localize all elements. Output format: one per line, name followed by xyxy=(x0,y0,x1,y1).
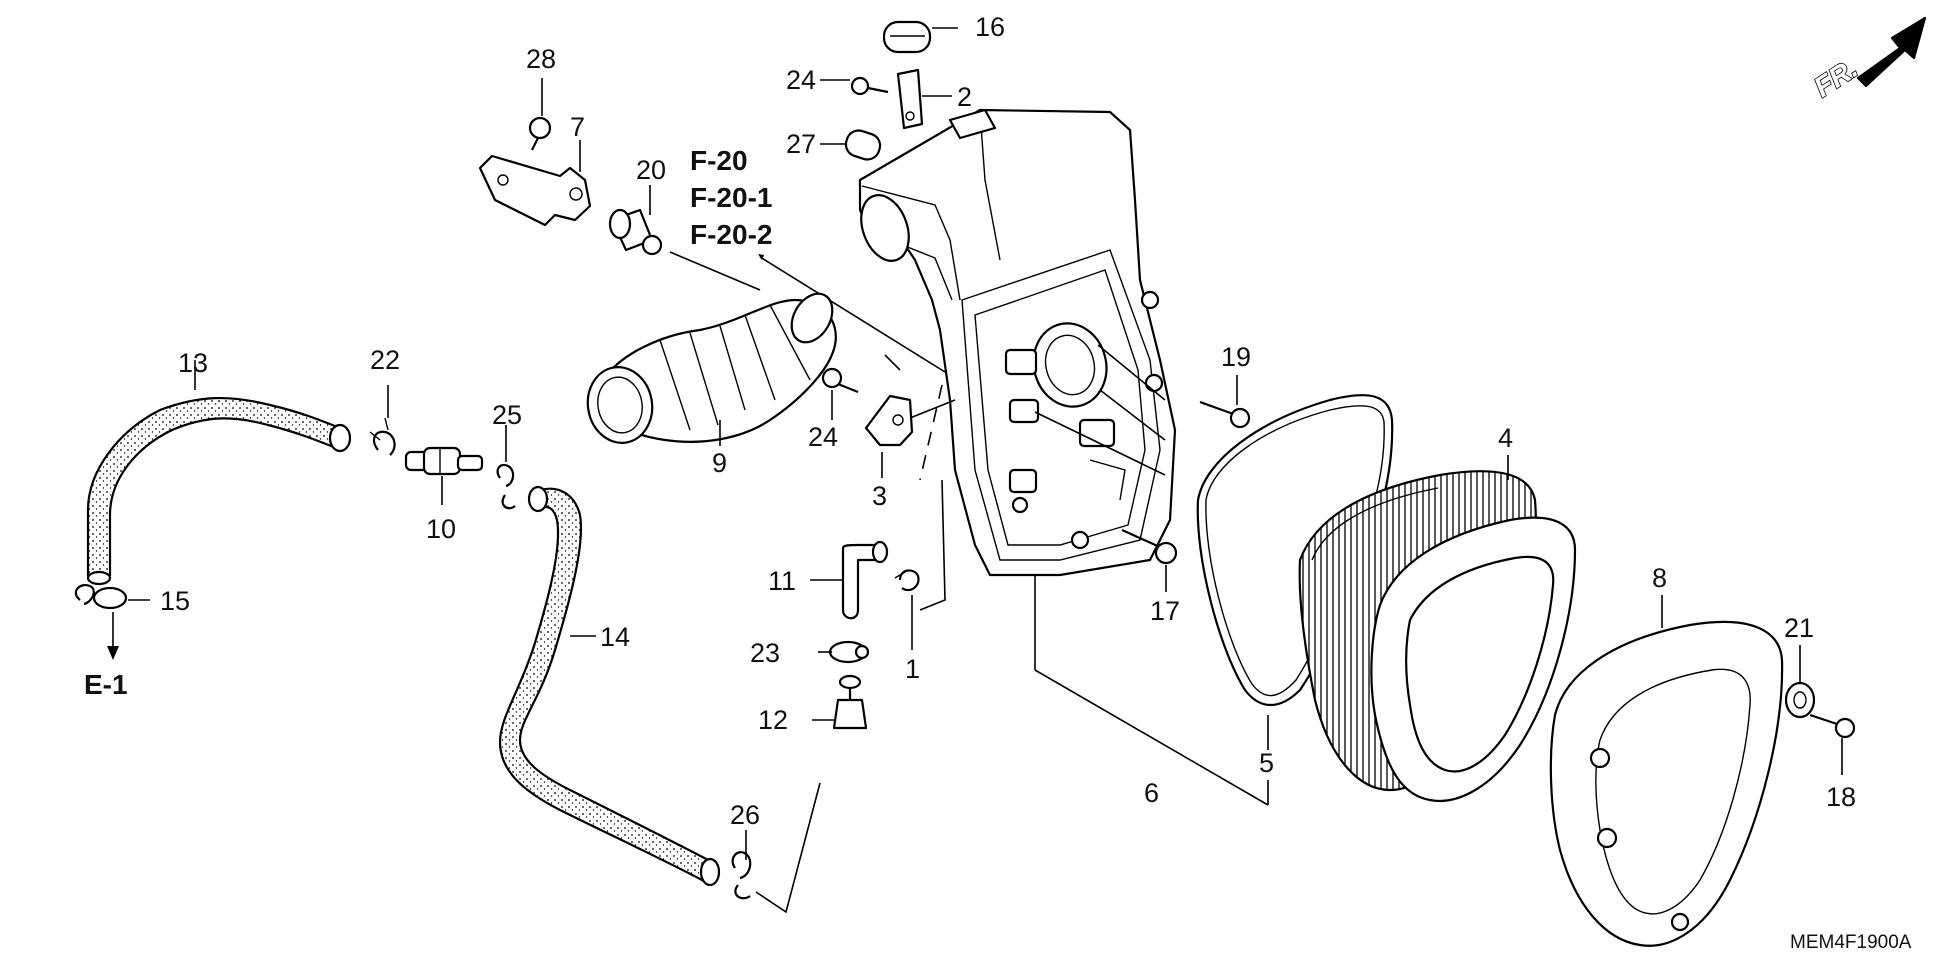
part-13-hose xyxy=(86,396,352,586)
part-7-bracket xyxy=(478,154,592,227)
part-16-grommet xyxy=(882,20,932,54)
part-19-bolt xyxy=(1199,400,1251,429)
callout-14: 14 xyxy=(600,622,630,652)
part-21-washer xyxy=(1784,681,1816,719)
part-1-clip xyxy=(894,569,920,592)
front-direction-arrow: FR. xyxy=(1808,16,1927,104)
callout-26: 26 xyxy=(730,800,760,830)
callout-24-lower: 24 xyxy=(808,422,838,452)
part-10-valve xyxy=(404,446,484,476)
part-11-elbow-tube xyxy=(841,540,889,620)
e1-arrow-head xyxy=(107,646,119,660)
callout-16: 16 xyxy=(975,12,1005,42)
callout-5: 5 xyxy=(1259,748,1274,778)
callout-4: 4 xyxy=(1498,423,1513,453)
leader-3-top xyxy=(884,354,901,371)
leader-housing-1 xyxy=(1097,344,1166,401)
ref-f20-2: F-20-2 xyxy=(690,219,772,250)
part-24-bolt-lower xyxy=(821,367,859,394)
leader-1-bracket xyxy=(919,479,946,611)
diagram-code: MEM4F1900A xyxy=(1790,932,1912,953)
callout-18: 18 xyxy=(1826,782,1856,812)
part-6-air-cleaner-housing xyxy=(858,108,1177,577)
front-marker-label: FR. xyxy=(1808,52,1863,103)
callout-6: 6 xyxy=(1144,778,1159,808)
part-9-intake-duct xyxy=(586,292,837,444)
callout-24-top: 24 xyxy=(786,65,816,95)
callout-19: 19 xyxy=(1221,342,1251,372)
leader-3-housing xyxy=(909,399,956,419)
leader-6-diagonal xyxy=(1034,669,1269,806)
callout-23: 23 xyxy=(750,638,780,668)
callout-17: 17 xyxy=(1150,596,1180,626)
part-18-screw xyxy=(1809,713,1856,739)
part-4-filter-element xyxy=(1298,470,1577,802)
part-23-clamp xyxy=(828,640,870,664)
callout-15: 15 xyxy=(160,586,190,616)
leader-dash-1 xyxy=(919,384,943,481)
part-25-clip xyxy=(496,463,516,510)
callout-22: 22 xyxy=(370,345,400,375)
callout-27: 27 xyxy=(786,129,816,159)
ref-e1: E-1 xyxy=(84,669,128,700)
part-22-clip xyxy=(369,417,396,456)
part-20-breather-fitting xyxy=(608,208,663,256)
leader-housing-2 xyxy=(1099,389,1166,441)
callout-13: 13 xyxy=(178,348,208,378)
callout-3: 3 xyxy=(872,481,887,511)
part-24-bolt-top xyxy=(850,76,889,96)
ref-f20-1: F-20-1 xyxy=(690,182,772,213)
part-15-clip xyxy=(74,584,128,610)
callout-9: 9 xyxy=(712,448,727,478)
callout-28: 28 xyxy=(526,44,556,74)
leader-housing-3 xyxy=(1034,411,1166,476)
part-2-bracket xyxy=(896,68,924,130)
callout-7: 7 xyxy=(570,112,585,142)
part-14-hose xyxy=(498,485,721,887)
part-26-clip xyxy=(731,851,752,900)
leader-f20-arrow xyxy=(759,256,946,373)
callout-2: 2 xyxy=(957,82,972,112)
callout-12: 12 xyxy=(758,705,788,735)
part-28-bolt xyxy=(528,116,552,151)
ref-f20: F-20 xyxy=(690,145,748,176)
callout-10: 10 xyxy=(426,514,456,544)
callout-25: 25 xyxy=(492,400,522,430)
callout-8: 8 xyxy=(1652,563,1667,593)
part-3-clamp xyxy=(864,394,914,447)
callout-1: 1 xyxy=(905,654,920,684)
part-17-bolt xyxy=(1121,528,1178,565)
leader-26-bracket xyxy=(755,782,821,914)
callout-11: 11 xyxy=(768,566,796,596)
leader-20-dir xyxy=(669,251,761,291)
part-27-cap xyxy=(844,129,882,161)
part-8-cover xyxy=(1549,620,1784,947)
part-12-drain-plug xyxy=(832,674,868,730)
callout-21: 21 xyxy=(1784,613,1814,643)
callout-20: 20 xyxy=(636,155,666,185)
